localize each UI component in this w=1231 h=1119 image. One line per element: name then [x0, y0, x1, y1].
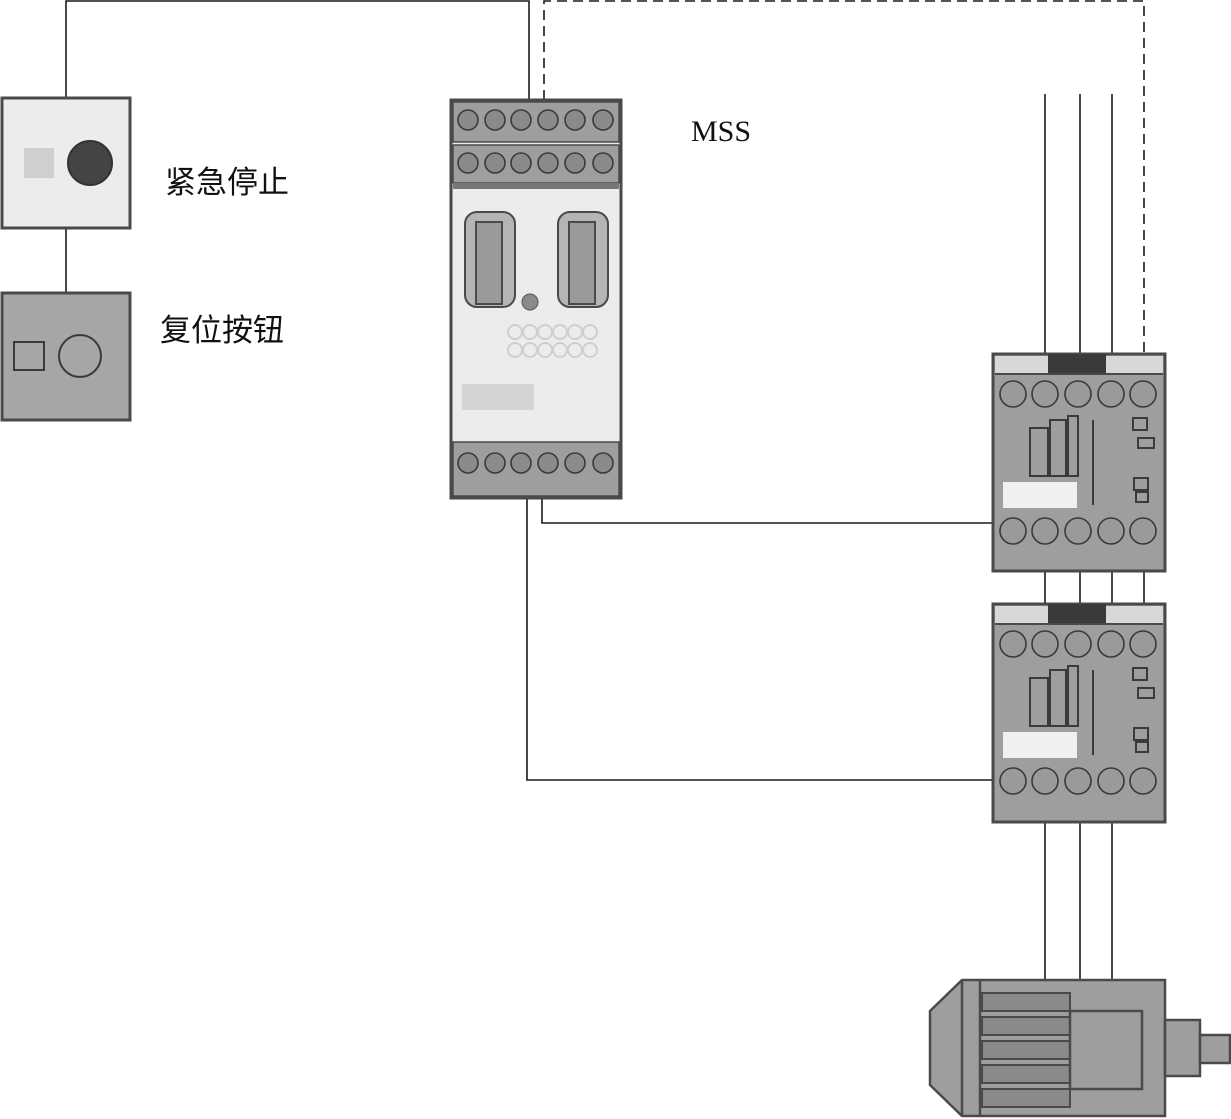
contactor-2-icon [991, 602, 1167, 824]
wires [65, 0, 1145, 980]
wire-feedback-dashed [543, 0, 1145, 354]
mss-label: MSS [691, 115, 752, 148]
reset-button-icon [0, 291, 132, 422]
motor-icon [928, 978, 1231, 1118]
emergency-stop-icon [0, 96, 132, 230]
wire-relay-to-contactor-2 [526, 498, 993, 781]
wire-relay-to-contactor-1 [541, 498, 993, 524]
contactor-1-icon [991, 352, 1167, 573]
wire-estop-to-relay [65, 0, 530, 100]
safety-relay-icon [449, 98, 623, 500]
emergency-stop-label: 紧急停止 [165, 165, 289, 201]
reset-button-label: 复位按钮 [160, 313, 284, 349]
